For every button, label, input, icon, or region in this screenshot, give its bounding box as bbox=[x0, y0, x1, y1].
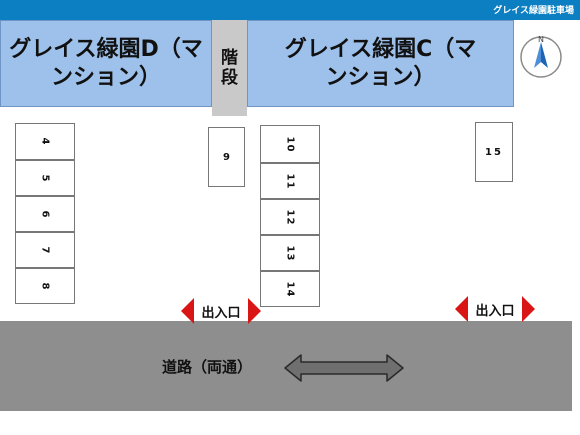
page-title: グレイス緑園駐車場 bbox=[493, 6, 574, 16]
parking-space-11: 11 bbox=[260, 163, 320, 199]
space-number: 15 bbox=[485, 146, 503, 158]
parking-space-12: 12 bbox=[260, 199, 320, 235]
space-number: 5 bbox=[39, 174, 51, 182]
parking-space-7: 7 bbox=[15, 232, 75, 268]
double-arrow-icon bbox=[455, 296, 535, 322]
parking-space-8: 8 bbox=[15, 268, 75, 304]
parking-space-5: 5 bbox=[15, 160, 75, 196]
building-grace-ryokuen-c: グレイス緑園C（マンション） bbox=[247, 20, 514, 107]
parking-space-13: 13 bbox=[260, 235, 320, 271]
entrance-left: 出入口 bbox=[181, 298, 261, 324]
parking-space-9: 9 bbox=[208, 127, 245, 187]
two-way-arrow-icon bbox=[284, 354, 404, 382]
space-number: 7 bbox=[39, 246, 51, 254]
stairs-label-1: 階 bbox=[221, 47, 238, 68]
stairs: 階 段 bbox=[212, 20, 247, 116]
space-number: 10 bbox=[284, 136, 296, 152]
entrance-right: 出入口 bbox=[455, 296, 535, 322]
space-number: 9 bbox=[223, 151, 230, 163]
compass-label: N bbox=[538, 35, 544, 44]
parking-space-4: 4 bbox=[15, 123, 75, 160]
parking-space-6: 6 bbox=[15, 196, 75, 232]
space-number: 14 bbox=[284, 281, 296, 297]
building-grace-ryokuen-d: グレイス緑園D（マンション） bbox=[0, 20, 212, 107]
space-number: 13 bbox=[284, 245, 296, 261]
stairs-label-2: 段 bbox=[221, 68, 238, 88]
header-bar bbox=[0, 0, 580, 20]
space-number: 4 bbox=[39, 137, 51, 146]
parking-space-14: 14 bbox=[260, 271, 320, 307]
double-arrow-icon bbox=[181, 298, 261, 324]
parking-space-15: 15 bbox=[475, 122, 513, 182]
compass-north-icon: N bbox=[520, 35, 562, 78]
space-number: 8 bbox=[39, 282, 51, 290]
road-label: 道路（両通） bbox=[162, 358, 253, 376]
road bbox=[0, 321, 572, 411]
parking-space-10: 10 bbox=[260, 125, 320, 163]
space-number: 12 bbox=[284, 209, 296, 225]
space-number: 11 bbox=[284, 173, 296, 189]
space-number: 6 bbox=[39, 210, 51, 218]
entrance-label: 出入口 bbox=[201, 305, 241, 321]
entrance-label: 出入口 bbox=[475, 303, 515, 319]
